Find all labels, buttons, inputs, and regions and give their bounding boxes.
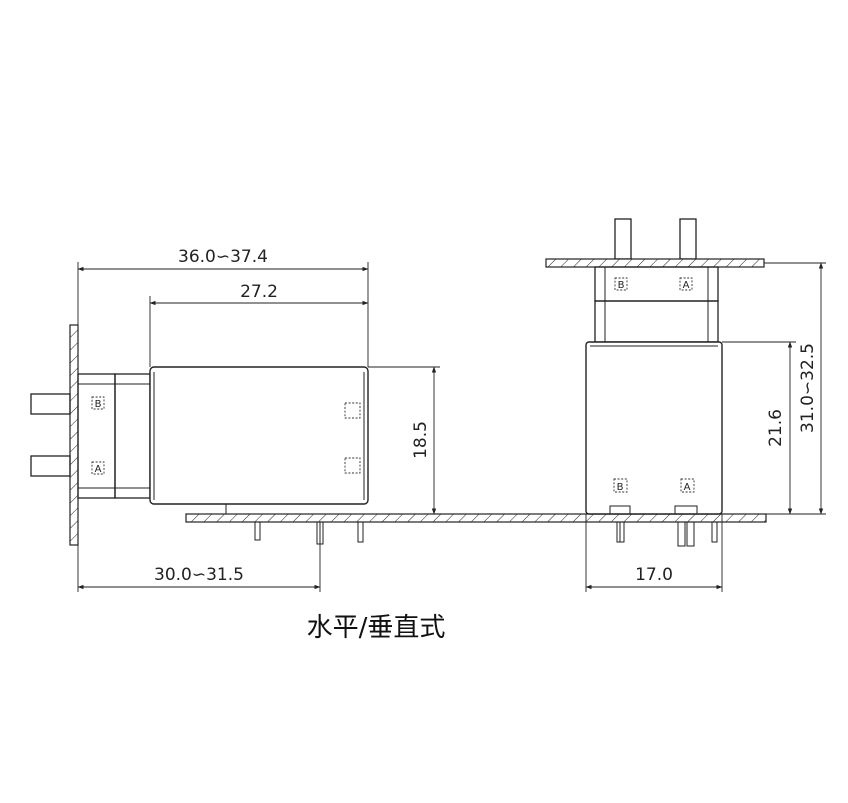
vertical-mark-b-bottom: B xyxy=(617,482,624,493)
horizontal-flange xyxy=(77,373,116,499)
vertical-terminal-right xyxy=(679,218,697,260)
vertical-relay: B A B A xyxy=(545,218,765,547)
dim-vertical-width: 17.0 xyxy=(635,565,673,585)
dim-vertical-overall-height: 31.0∽32.5 xyxy=(798,343,818,433)
vertical-terminal-left xyxy=(614,218,632,260)
horizontal-mark-a: A xyxy=(95,464,102,475)
horizontal-relay: B A xyxy=(30,324,369,546)
dim-horizontal-body: 27.2 xyxy=(240,282,278,302)
vertical-mount-plate xyxy=(545,258,765,268)
horizontal-relay-body xyxy=(149,366,369,505)
horizontal-terminal-lower xyxy=(30,455,71,477)
pcb-board xyxy=(185,513,767,523)
vertical-relay-body xyxy=(585,341,723,515)
horizontal-mark-b: B xyxy=(95,399,102,410)
dim-horizontal-overall: 36.0∽37.4 xyxy=(178,247,268,267)
vertical-mark-a-top: A xyxy=(683,280,690,291)
horizontal-mount-plate xyxy=(69,324,79,546)
horizontal-terminal-upper xyxy=(30,393,71,415)
vertical-mark-b-top: B xyxy=(618,280,625,291)
vertical-dimensions: 21.6 31.0∽32.5 17.0 xyxy=(585,262,826,592)
dim-vertical-body-height: 21.6 xyxy=(766,409,786,447)
dim-horizontal-height: 18.5 xyxy=(411,421,431,459)
dim-horizontal-pin-offset: 30.0∽31.5 xyxy=(154,565,244,585)
vertical-flange xyxy=(594,266,719,302)
horizontal-dimensions: 36.0∽37.4 27.2 18.5 30.0∽31.5 xyxy=(77,247,440,592)
drawing-caption: 水平/垂直式 xyxy=(307,613,446,643)
vertical-mark-a-bottom: A xyxy=(684,482,691,493)
